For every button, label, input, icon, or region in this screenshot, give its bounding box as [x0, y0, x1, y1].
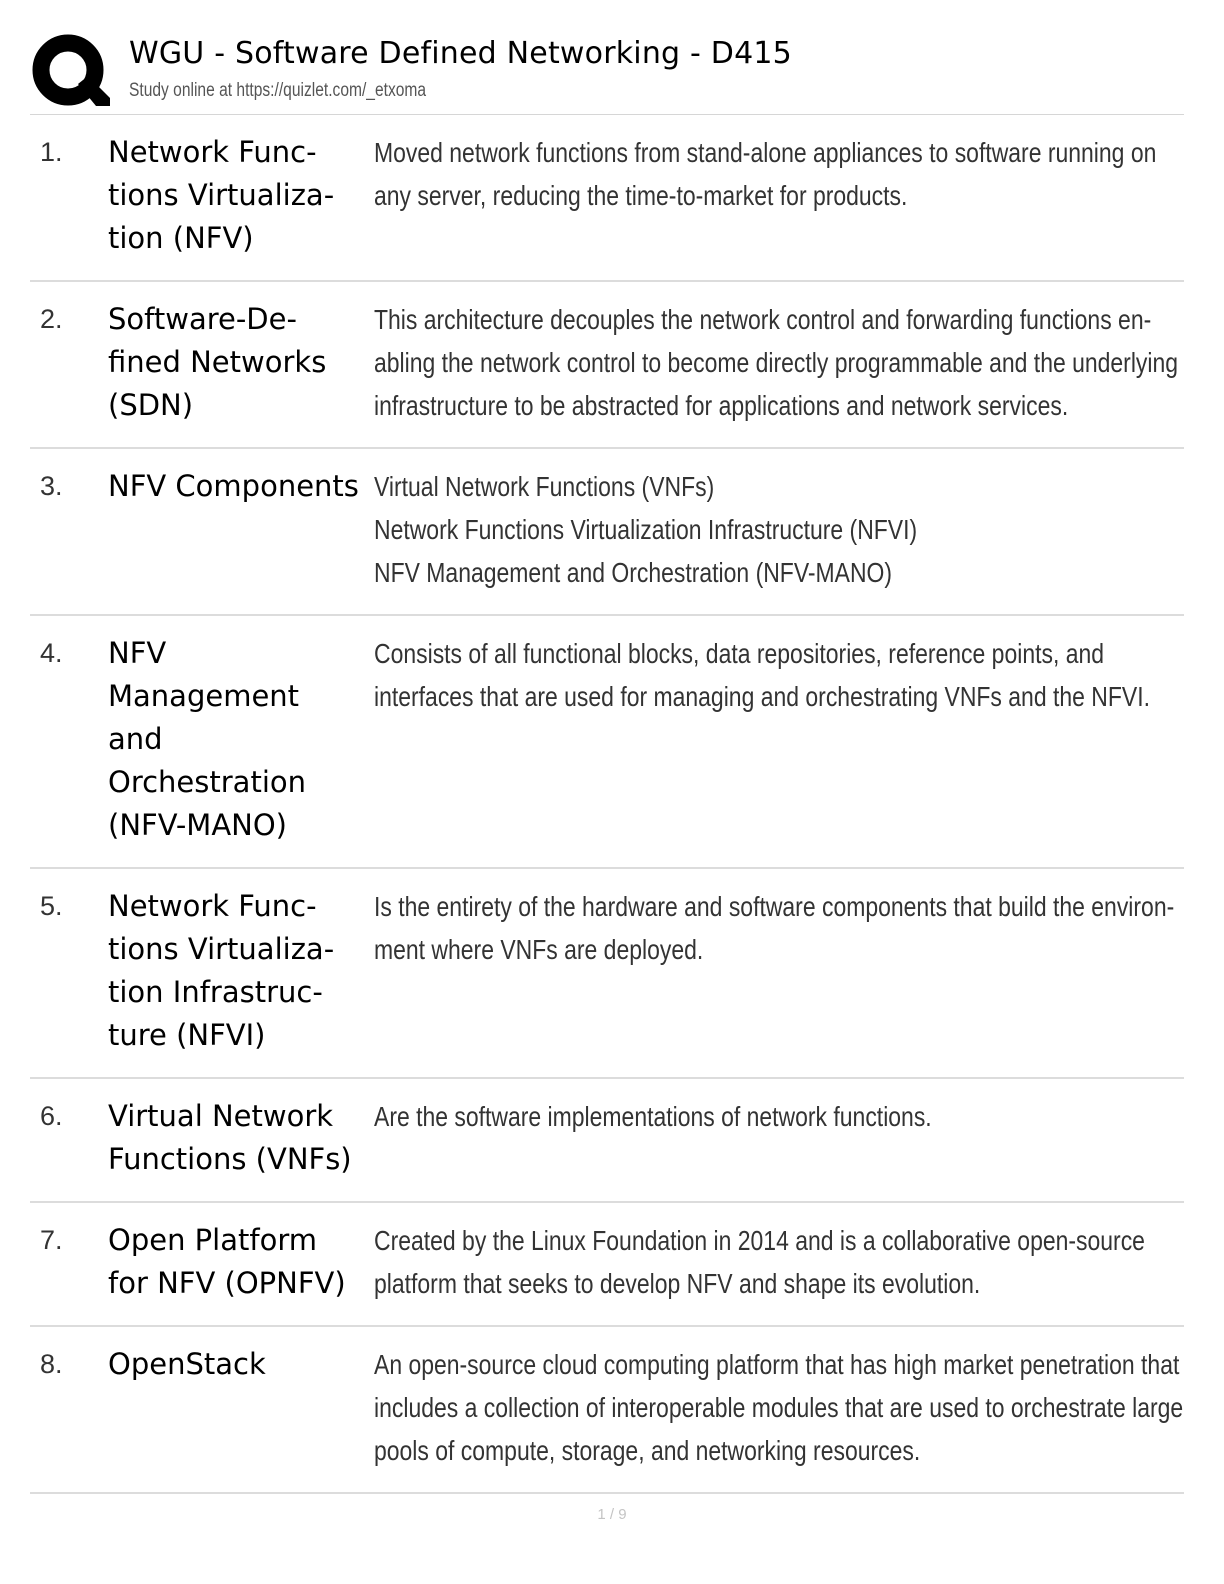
- card-definition-text: Created by the Linux Foundation in 2014 …: [374, 1225, 1145, 1299]
- page-indicator: 1 / 9: [597, 1506, 627, 1523]
- card-definition-text: Are the software implementations of netw…: [374, 1101, 932, 1132]
- quizlet-logo-icon: [32, 34, 110, 106]
- card-number: 2.: [40, 304, 63, 334]
- card-term: Open Platform for NFV (OPNFV): [108, 1223, 346, 1300]
- flashcard-row: 6. Virtual Network Functions (VNFs) Are …: [30, 1079, 1184, 1203]
- card-definition-text: Is the entirety of the hardware and soft…: [374, 891, 1175, 965]
- document-title: WGU - Software Defined Networking - D415: [129, 36, 792, 71]
- flashcard-list: 1. Network Func- tions Virtualiza- tion …: [30, 115, 1184, 1494]
- card-number: 8.: [40, 1349, 63, 1379]
- card-number: 3.: [40, 471, 63, 501]
- flashcard-row: 2. Software-De- fined Networks (SDN) Thi…: [30, 282, 1184, 449]
- card-definition-text: An open-source cloud computing platform …: [374, 1349, 1184, 1466]
- card-definition: Is the entirety of the hardware and soft…: [374, 885, 1184, 1057]
- card-term: Network Func- tions Virtualiza- tion Inf…: [108, 889, 335, 1052]
- flashcard-row: 1. Network Func- tions Virtualiza- tion …: [30, 115, 1184, 282]
- document-header: WGU - Software Defined Networking - D415…: [30, 28, 1184, 114]
- card-number: 1.: [40, 137, 63, 167]
- card-definition: Virtual Network Functions (VNFs) Network…: [374, 465, 1184, 594]
- card-definition: Consists of all functional blocks, data …: [374, 632, 1184, 847]
- card-definition-text: Consists of all functional blocks, data …: [374, 638, 1150, 712]
- card-definition: Moved network functions from stand-alone…: [374, 131, 1184, 260]
- card-term: OpenStack: [108, 1347, 266, 1381]
- card-definition-text: Virtual Network Functions (VNFs) Network…: [374, 471, 918, 588]
- flashcard-row: 5. Network Func- tions Virtualiza- tion …: [30, 869, 1184, 1079]
- flashcard-row: 3. NFV Components Virtual Network Functi…: [30, 449, 1184, 616]
- card-number: 6.: [40, 1101, 63, 1131]
- card-term: NFV Components: [108, 469, 359, 503]
- card-definition: This architecture decouples the network …: [374, 298, 1184, 427]
- study-online-link[interactable]: Study online at https://quizlet.com/_etx…: [129, 80, 427, 101]
- card-term: Network Func- tions Virtualiza- tion (NF…: [108, 135, 335, 255]
- header-divider: [30, 114, 1184, 115]
- flashcard-row: 7. Open Platform for NFV (OPNFV) Created…: [30, 1203, 1184, 1327]
- flashcard-row: 4. NFV Management and Orchestration (NFV…: [30, 616, 1184, 869]
- card-definition-text: Moved network functions from stand-alone…: [374, 137, 1157, 211]
- card-definition-text: This architecture decouples the network …: [374, 304, 1179, 421]
- card-term: NFV Management and Orchestration (NFV-MA…: [108, 636, 307, 842]
- card-term: Virtual Network Functions (VNFs): [108, 1099, 352, 1176]
- card-number: 4.: [40, 638, 63, 668]
- card-definition: Created by the Linux Foundation in 2014 …: [374, 1219, 1184, 1305]
- card-number: 5.: [40, 891, 63, 921]
- flashcard-row: 8. OpenStack An open-source cloud comput…: [30, 1327, 1184, 1494]
- card-number: 7.: [40, 1225, 63, 1255]
- card-term: Software-De- fined Networks (SDN): [108, 302, 327, 422]
- card-definition: An open-source cloud computing platform …: [374, 1343, 1184, 1472]
- card-definition: Are the software implementations of netw…: [374, 1095, 1184, 1181]
